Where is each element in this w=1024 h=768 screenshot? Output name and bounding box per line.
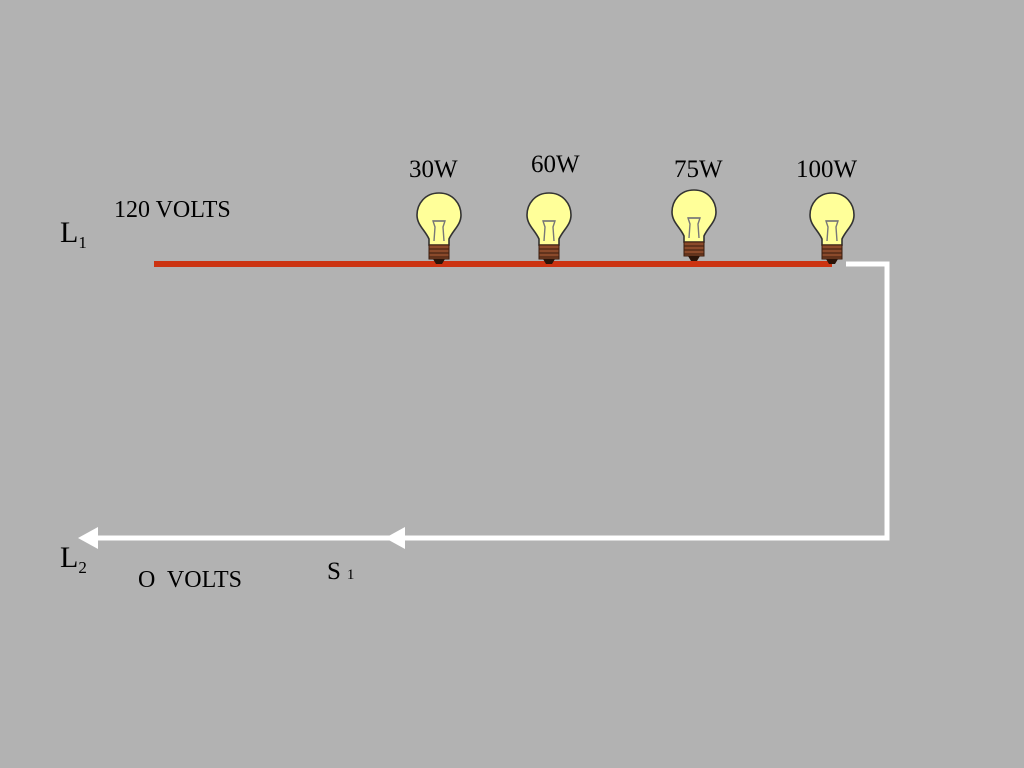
l2-subscript: 2 [78, 558, 87, 577]
l1-letter: L [60, 216, 79, 249]
light-bulb-icon [809, 192, 855, 265]
l2-label: L2 [60, 541, 87, 577]
l2-arrowhead [78, 527, 98, 549]
l2-letter: L [60, 541, 79, 574]
light-bulb-icon [671, 189, 717, 262]
l1-label: L1 [60, 216, 87, 252]
light-bulb-icon [416, 192, 462, 265]
lamp-wattage-label: 60W [531, 151, 580, 178]
lamp-wattage-label: 30W [409, 156, 458, 183]
l2-voltage-label: O VOLTS [138, 567, 243, 593]
switch-letter: S [327, 558, 341, 585]
light-bulb-icon [526, 192, 572, 265]
l1-subscript: 1 [78, 233, 87, 252]
switch-subscript: 1 [346, 567, 355, 583]
switch-arrowhead [385, 527, 405, 549]
lamp-wattage-label: 75W [674, 156, 723, 183]
l1-voltage-label: 120 VOLTS [114, 197, 231, 223]
return-wire [92, 261, 890, 541]
lamp-wattage-label: 100W [796, 156, 858, 183]
